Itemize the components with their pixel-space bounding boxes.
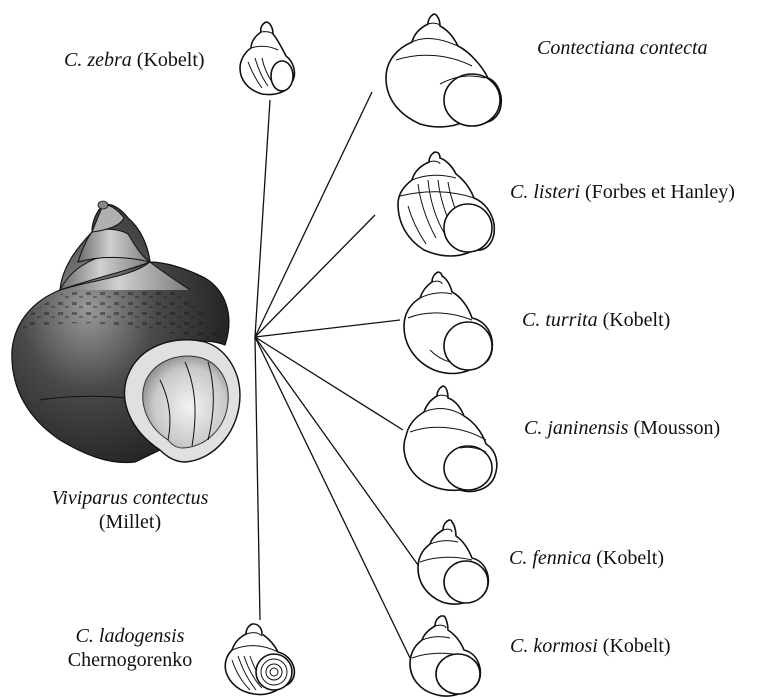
- viviparus-contectus-shell: [12, 201, 240, 463]
- label-c-turrita-name: C. turrita: [522, 309, 598, 331]
- c-zebra-shell: [240, 22, 294, 95]
- label-c-kormosi: C. kormosi (Kobelt): [510, 634, 671, 658]
- c-fennica-shell: [418, 520, 488, 604]
- label-c-turrita: C. turrita (Kobelt): [522, 308, 670, 332]
- label-c-janinensis-author: (Mousson): [633, 417, 720, 439]
- branch-lines: [255, 92, 418, 658]
- label-c-ladogensis-author: Chernogorenko: [40, 648, 220, 672]
- c-kormosi-shell: [410, 616, 480, 696]
- contectiana-contecta-shell: [386, 14, 501, 127]
- label-c-fennica-name: C. fennica: [509, 547, 591, 569]
- label-c-listeri-author: (Forbes et Hanley): [585, 181, 735, 203]
- label-c-zebra: C. zebra (Kobelt): [64, 48, 205, 72]
- label-viviparus-contectus-author: (Millet): [30, 510, 230, 534]
- label-c-zebra-author: (Kobelt): [137, 49, 205, 71]
- label-c-kormosi-author: (Kobelt): [603, 635, 671, 657]
- c-ladogensis-shell: [225, 624, 294, 695]
- label-c-fennica: C. fennica (Kobelt): [509, 546, 664, 570]
- branch-contecta: [255, 92, 372, 337]
- label-contectiana-contecta-name: Contectiana contecta: [537, 37, 708, 59]
- c-listeri-shell: [398, 152, 494, 256]
- label-contectiana-contecta: Contectiana contecta: [537, 36, 708, 60]
- label-c-janinensis-name: C. janinensis: [524, 417, 628, 439]
- label-c-listeri-name: C. listeri: [510, 181, 580, 203]
- branch-ladogensis: [255, 337, 260, 620]
- label-viviparus-contectus: Viviparus contectus (Millet): [30, 486, 230, 534]
- label-c-fennica-author: (Kobelt): [596, 547, 664, 569]
- label-c-zebra-name: C. zebra: [64, 49, 132, 71]
- c-janinensis-shell: [404, 386, 497, 492]
- label-c-kormosi-name: C. kormosi: [510, 635, 598, 657]
- branch-turrita: [255, 320, 400, 337]
- label-c-ladogensis: C. ladogensis Chernogorenko: [40, 624, 220, 672]
- branch-zebra: [255, 100, 270, 337]
- label-c-janinensis: C. janinensis (Mousson): [524, 416, 720, 440]
- label-c-listeri: C. listeri (Forbes et Hanley): [510, 180, 735, 204]
- c-turrita-shell: [404, 272, 492, 373]
- label-c-turrita-author: (Kobelt): [603, 309, 671, 331]
- label-c-ladogensis-name: C. ladogensis: [40, 624, 220, 648]
- label-viviparus-contectus-name: Viviparus contectus: [30, 486, 230, 510]
- branch-listeri: [255, 215, 375, 337]
- branch-fennica: [255, 337, 418, 565]
